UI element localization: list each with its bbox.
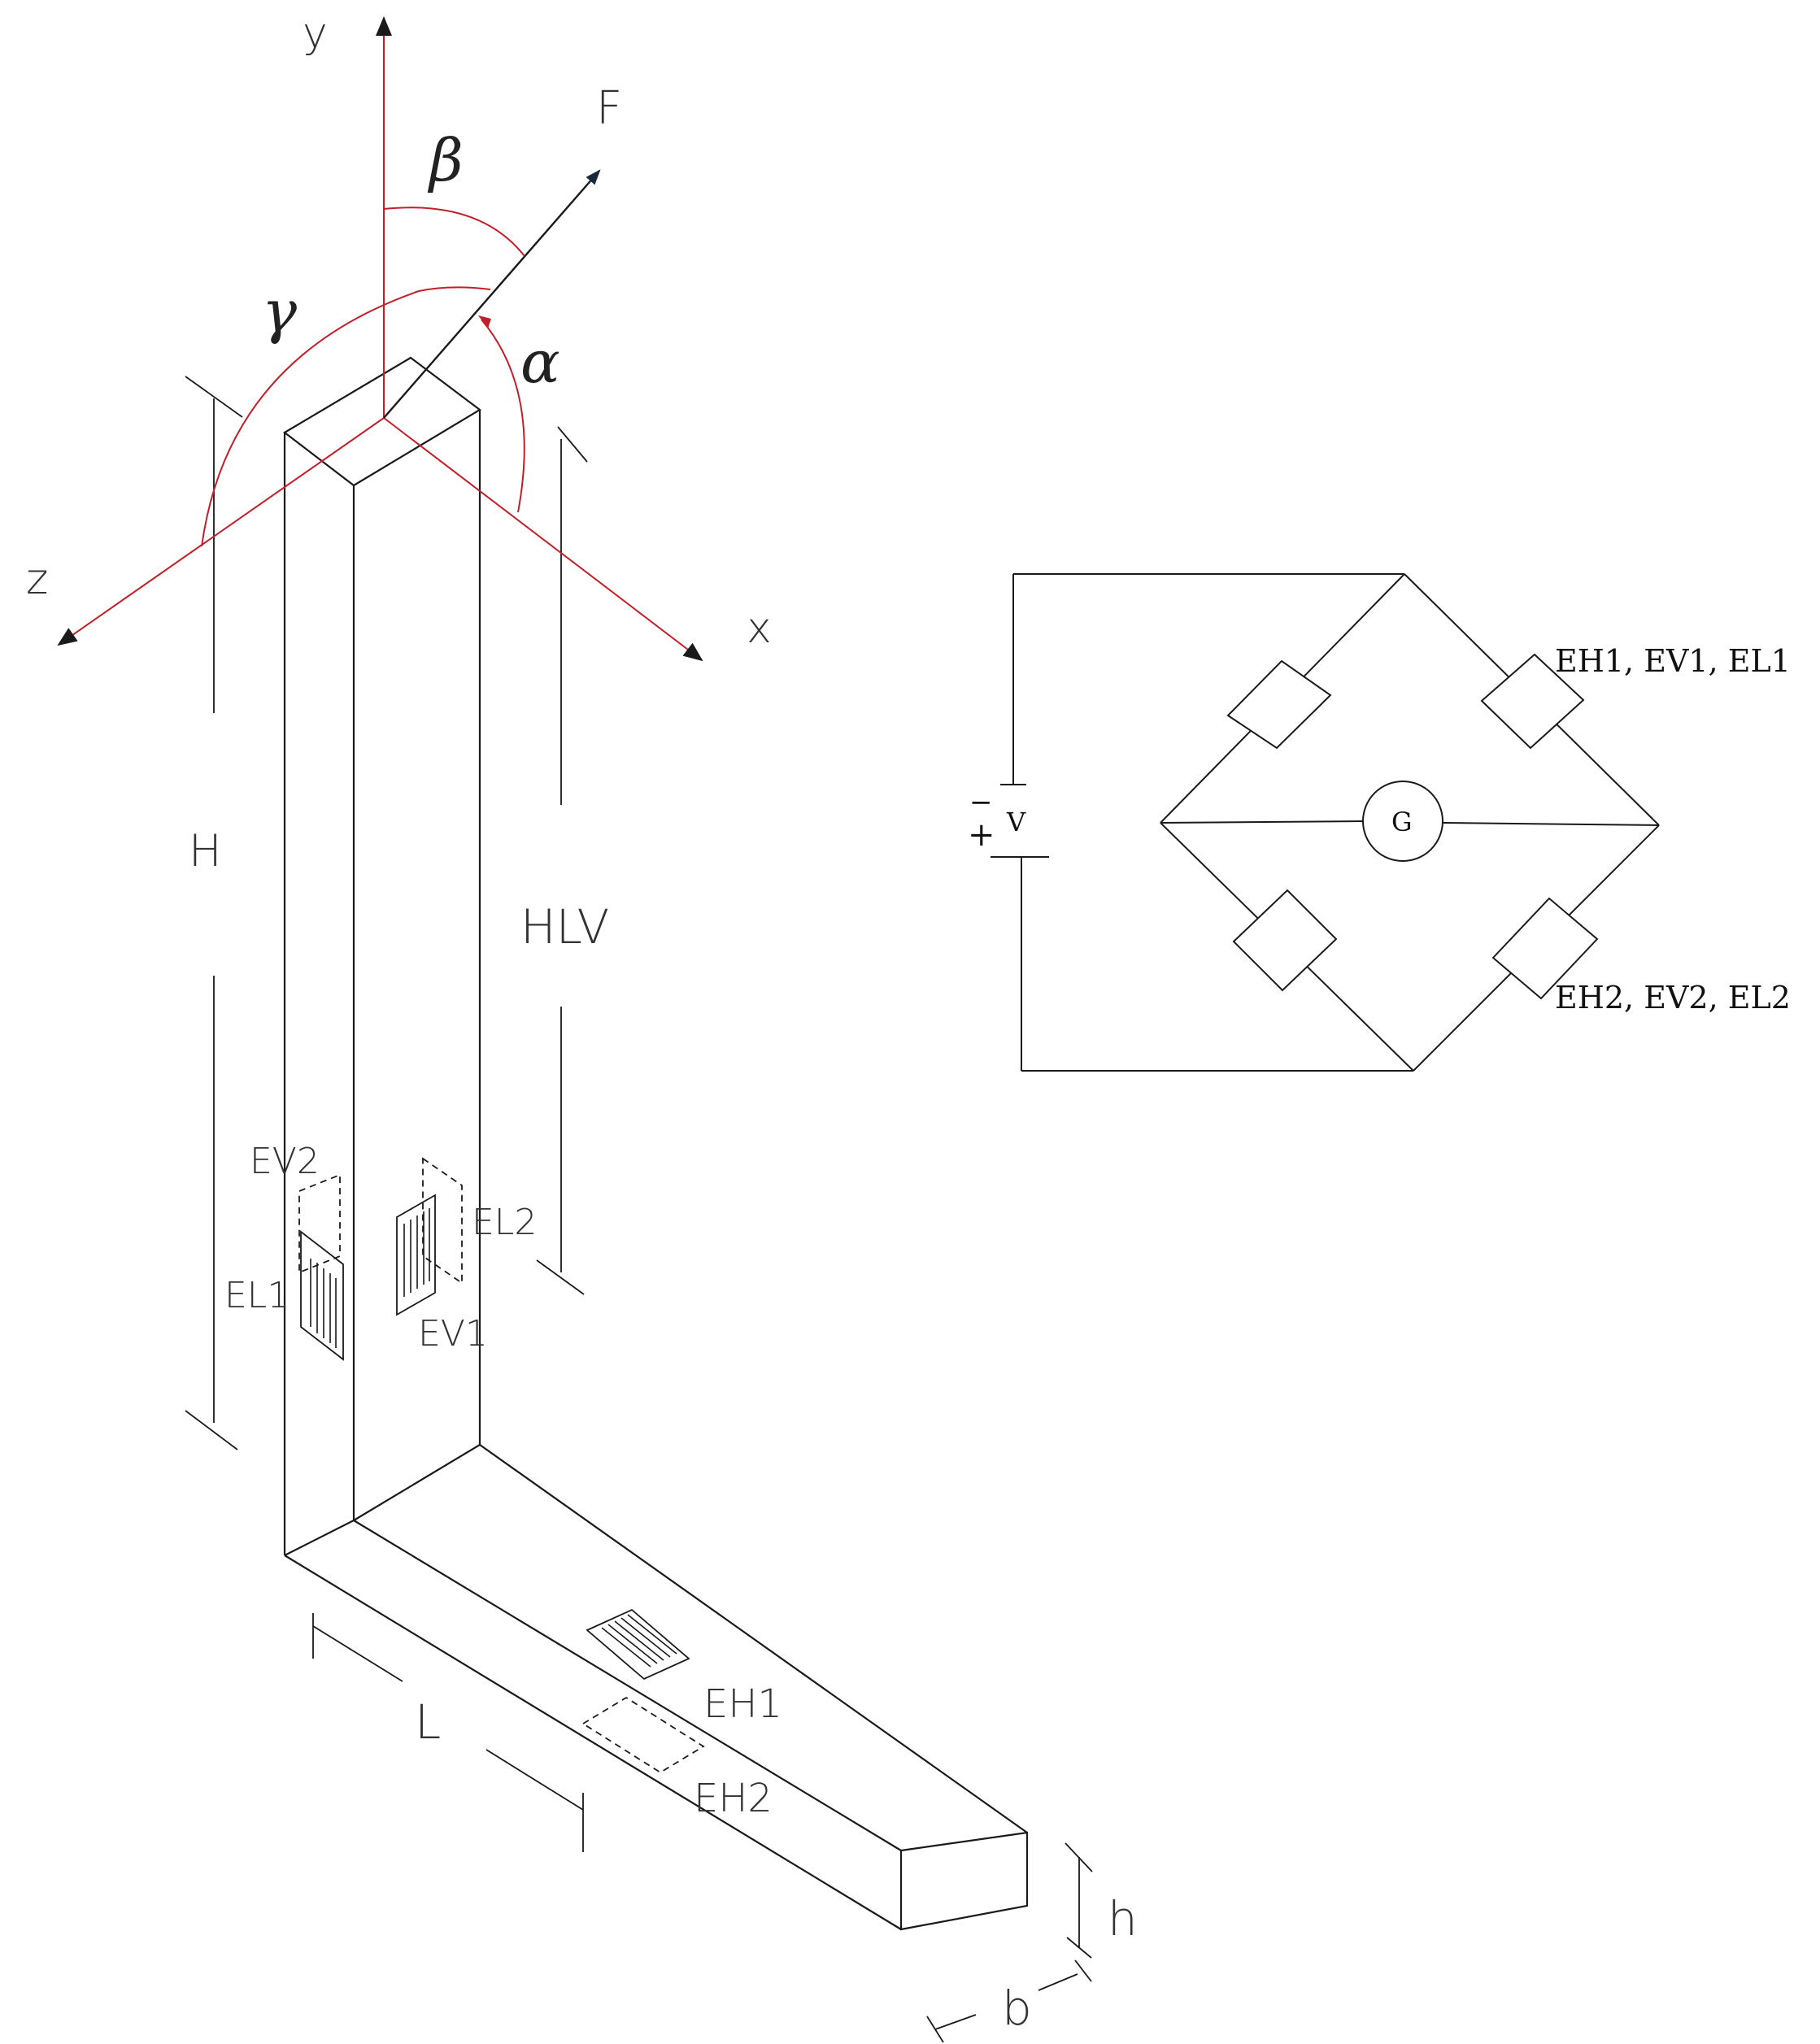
resistor-top-left	[1226, 659, 1332, 750]
gauge-eh1	[586, 1608, 690, 1681]
galvo-wire-right	[1442, 822, 1660, 826]
gauge-eh2	[581, 1696, 705, 1774]
z-axis	[57, 417, 385, 646]
bridge-upper-label: EH1, EV1, EL1	[1555, 643, 1791, 679]
dim-small-h-tick-bottom	[1066, 1937, 1092, 1959]
dim-b-tick-left	[926, 2016, 944, 2043]
galvo-wire-left	[1160, 820, 1365, 824]
gauge-eh1-grid	[601, 1614, 677, 1668]
outer-corner-edge	[284, 1520, 355, 1556]
beta-arc	[383, 207, 525, 257]
eh2-label: EH2	[694, 1776, 773, 1821]
galvanometer-label: G	[1391, 807, 1413, 837]
alpha-arrowhead	[478, 315, 491, 328]
arm-back-top-edge	[479, 1444, 1028, 1833]
bridge-lower-label: EH2, EV2, EL2	[1555, 980, 1791, 1015]
wheatstone-bridge	[991, 573, 1660, 1072]
eh1-label: EH1	[703, 1681, 782, 1727]
alpha-label: α	[520, 328, 560, 396]
ev2-label: EV2	[250, 1141, 320, 1182]
dim-h-tick-bottom	[185, 1410, 238, 1450]
source-label: V	[1006, 807, 1026, 837]
gauge-ev1	[396, 1194, 436, 1316]
alpha-arc	[481, 319, 525, 513]
gauge-el1	[300, 1230, 344, 1361]
dim-hlv-tick-bottom	[536, 1259, 585, 1295]
inner-corner-edge	[353, 1444, 481, 1521]
l-beam	[283, 356, 1029, 1931]
arm-front-top-edge	[353, 1520, 902, 1851]
dim-b-label: b	[1002, 1981, 1032, 2036]
resistor-bottom-left	[1232, 889, 1338, 992]
x-axis-label: x	[747, 604, 772, 653]
galvanometer-circle	[1362, 781, 1443, 862]
dim-hlv-tick-top	[557, 426, 588, 463]
dim-b-right	[1038, 1973, 1078, 1991]
arm-end-face	[899, 1831, 1029, 1931]
resistor-top-right	[1480, 653, 1585, 750]
el1-label: EL1	[224, 1275, 290, 1316]
x-axis	[383, 417, 703, 662]
source-minus-sign: −	[969, 786, 993, 819]
dim-small-h-label: h	[1108, 1891, 1138, 1946]
dim-small-h-tick-top	[1065, 1842, 1093, 1872]
arm-bottom-edge	[284, 1555, 902, 1930]
strain-gauges	[298, 1157, 705, 1774]
resistor-bottom-right	[1491, 897, 1599, 1000]
force-vector	[383, 169, 601, 419]
gauge-ev1-grid	[403, 1208, 430, 1297]
labels: y z x F β γ α H HLV L h b EV2 EL1 EL2 EV…	[26, 9, 1791, 2036]
dim-h-tick-top	[185, 376, 243, 418]
el2-label: EL2	[472, 1202, 537, 1243]
dimension-lines	[185, 376, 1093, 2043]
dim-l-label: L	[415, 1694, 441, 1750]
coordinate-axes	[57, 16, 703, 662]
force-label: F	[596, 82, 622, 135]
dim-l-left	[312, 1625, 403, 1682]
z-axis-label: z	[26, 555, 48, 604]
dim-l-right	[485, 1749, 584, 1811]
source-plus-sign: +	[968, 816, 995, 854]
y-axis-label: y	[303, 9, 328, 58]
dim-b-tick-right	[1074, 1959, 1092, 1982]
dim-h-label: H	[189, 825, 222, 876]
ev1-label: EV1	[418, 1313, 488, 1355]
dim-b-left	[934, 2014, 977, 2030]
gauge-el1-grid	[310, 1259, 337, 1348]
gauge-ev2	[298, 1173, 341, 1274]
beta-label: β	[427, 126, 464, 194]
gamma-arc	[201, 286, 491, 547]
gamma-label: γ	[262, 277, 298, 346]
dim-hlv-label: HLV	[520, 899, 609, 955]
